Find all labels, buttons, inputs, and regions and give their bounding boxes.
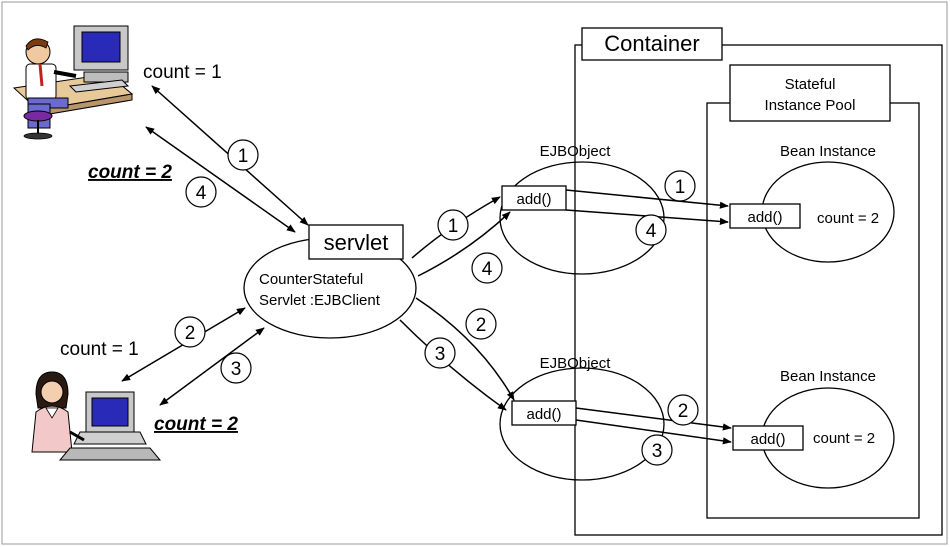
bean-instance-bottom-label: Bean Instance [780,368,876,385]
instance-pool-label-line1: Stateful [785,76,836,93]
ejbobject-bottom-label: EJBObject [540,355,612,372]
woman-at-computer-icon [31,371,162,461]
user2-count-updated: count = 2 [154,414,238,435]
bean-top-add-label: add() [747,209,782,226]
ejbobject-bottom-ellipse [499,367,665,481]
arrow-servlet-ejb-bottom-step2 [415,297,515,401]
user1-count-initial: count = 1 [143,62,222,83]
servlet-label: servlet [324,230,389,255]
arrow-servlet-ejb-top-step4 [417,211,511,277]
bean-count-top: count = 2 [817,210,879,227]
arrow-ejb-bean-top-step1 [565,189,729,209]
arrow-user2-step3 [159,327,265,406]
user1-count-updated: count = 2 [88,162,172,183]
ejbobject-bottom-add-method [511,400,577,426]
step-e1-1: 1 [675,177,686,198]
client-label-line2: Servlet :EJBClient [259,292,381,309]
step-s-1: 1 [448,216,459,237]
step-u2-2: 2 [185,323,196,344]
step-s-3: 3 [435,344,446,365]
bean-bottom-add-label: add() [750,431,785,448]
arrow-servlet-ejb-bottom-step3 [399,319,507,411]
client-label-line1: CounterStateful [259,271,363,288]
ejbobject-top-label: EJBObject [540,143,612,160]
bean-instance-top-label: Bean Instance [780,143,876,160]
container-label-box [581,27,723,61]
instance-pool-label-box [729,64,891,122]
ejbobject-top-add-method [501,185,567,211]
step-e2-3: 3 [652,441,663,462]
instance-pool-box [706,102,920,519]
ejbobject-top-add-label: add() [516,191,551,208]
container-box [574,44,943,536]
instance-pool-label-line2: Instance Pool [765,97,856,114]
step-e1-4: 4 [646,221,657,242]
arrow-user1-step4 [145,126,296,233]
step-u1-4: 4 [196,183,207,204]
step-e2-2: 2 [678,401,689,422]
bean-bottom-add-method [732,425,804,451]
servlet-label-box [308,224,404,260]
ejbobject-bottom-add-label: add() [526,406,561,423]
bean-top-add-method [729,203,801,229]
user2-count-initial: count = 1 [60,339,139,360]
step-u2-3: 3 [231,359,242,380]
step-s-4: 4 [482,259,493,280]
arrow-ejb-bean-bottom-step2 [575,407,732,431]
ejbobject-top-ellipse [499,161,665,275]
container-label: Container [604,31,699,56]
arrow-ejb-bean-bottom-step3 [575,419,732,445]
step-s-2: 2 [476,315,487,336]
step-u1-1: 1 [238,146,249,167]
bean-count-bottom: count = 2 [813,430,875,447]
step-circles: 1 4 2 3 1 4 2 3 1 4 2 3 [174,139,699,466]
man-at-computer-icon [12,25,134,140]
